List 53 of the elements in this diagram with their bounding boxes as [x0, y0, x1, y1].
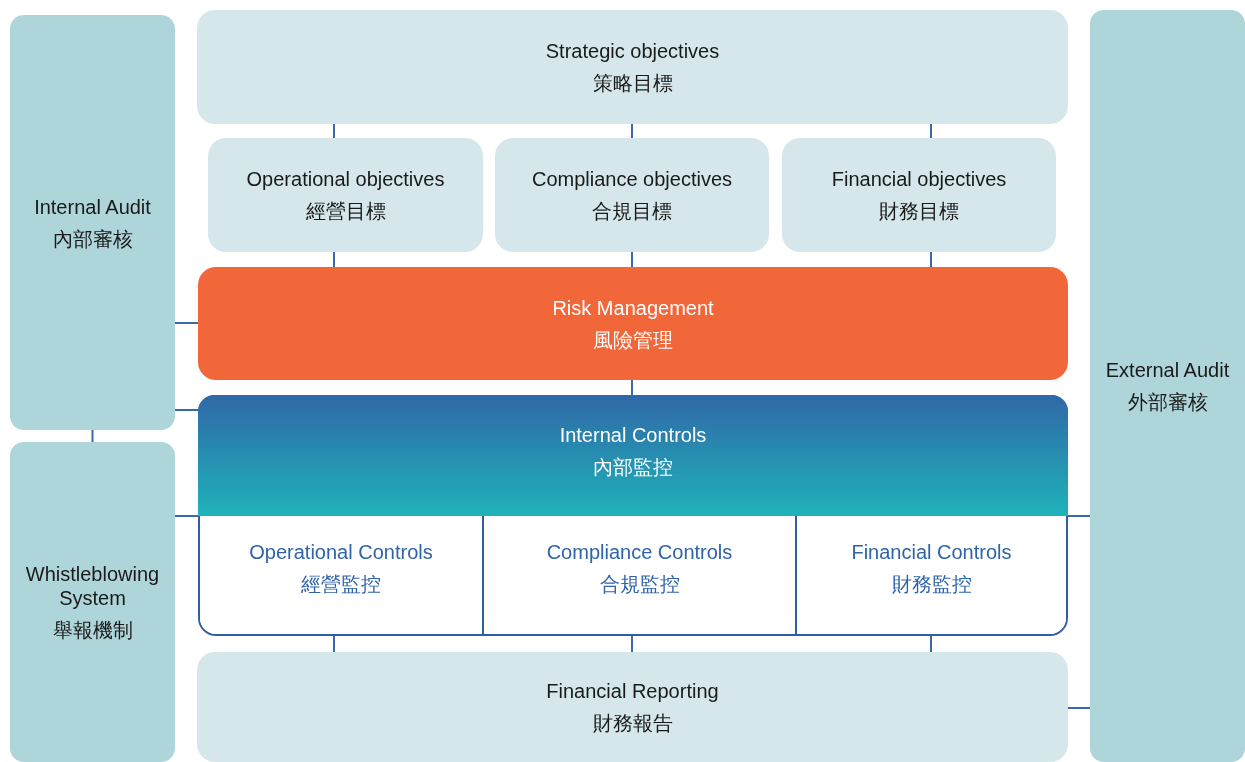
- node-subtitle: 財務監控: [891, 572, 972, 596]
- node-subtitle: 舉報機制: [52, 618, 133, 642]
- objective-box: [782, 138, 1056, 252]
- node-subtitle: 合規監控: [599, 572, 680, 596]
- connector-line: [1067, 515, 1091, 517]
- connector-line: [333, 123, 335, 139]
- node-title: Financial Controls: [851, 540, 1012, 564]
- node-subtitle: 外部審核: [1127, 390, 1208, 414]
- node-subtitle: 風險管理: [593, 327, 673, 352]
- connector-line: [333, 251, 335, 268]
- connector-line: [631, 251, 633, 268]
- node-title: Operational Controls: [249, 540, 433, 564]
- node-title: Financial objectives: [831, 167, 1007, 191]
- side-panel: [1090, 10, 1245, 762]
- side-panel: [10, 442, 175, 762]
- node-title: Operational objectives: [246, 167, 445, 191]
- node-subtitle: 內部監控: [593, 455, 673, 479]
- connector-line: [174, 409, 199, 411]
- objective-box: [197, 10, 1068, 124]
- objective-box: [208, 138, 483, 252]
- objective-box: [197, 652, 1068, 762]
- objective-box: [495, 138, 769, 252]
- node-subtitle: 內部審核: [52, 226, 133, 251]
- side-panel: [10, 15, 175, 430]
- node-title: Strategic objectives: [545, 39, 720, 63]
- connector-line: [930, 123, 932, 139]
- connector-line: [930, 633, 932, 653]
- node-title: Compliance Controls: [546, 540, 733, 564]
- node-subtitle: 財務報告: [592, 711, 673, 735]
- connector-line: [174, 322, 199, 324]
- node-subtitle: 財務目標: [879, 199, 959, 223]
- node-title: Risk Management: [552, 295, 714, 320]
- node-title: Internal Controls: [559, 423, 707, 447]
- node-title: Financial Reporting: [546, 679, 719, 703]
- node-subtitle: 合規目標: [592, 199, 672, 223]
- node-title: External Audit: [1105, 358, 1230, 382]
- connector-line: [91, 429, 94, 443]
- connector-line: [631, 633, 633, 653]
- node-subtitle: 經營監控: [301, 572, 381, 596]
- internal-controls-box: [198, 395, 1068, 636]
- node-subtitle: 經營目標: [305, 199, 386, 223]
- risk-management-box: [198, 267, 1068, 380]
- connector-line: [174, 515, 199, 517]
- connector-line: [631, 123, 633, 139]
- node-title: Whistleblowing System: [24, 562, 161, 610]
- connector-line: [333, 633, 335, 653]
- connector-line: [631, 379, 633, 396]
- connector-line: [930, 251, 932, 268]
- node-title: Internal Audit: [34, 194, 151, 219]
- connector-line: [1067, 707, 1091, 709]
- node-subtitle: 策略目標: [592, 71, 673, 95]
- control-column: [200, 516, 484, 634]
- node-title: Compliance objectives: [531, 167, 733, 191]
